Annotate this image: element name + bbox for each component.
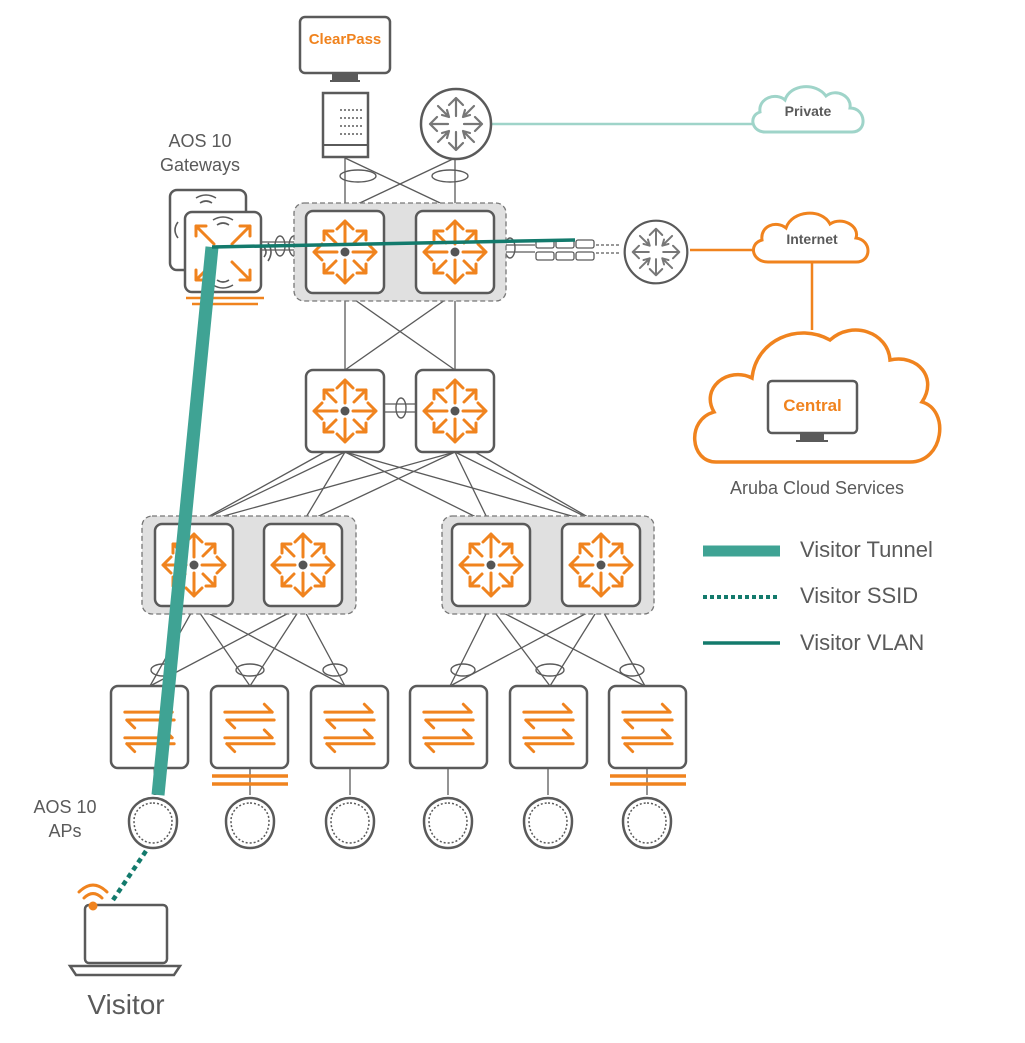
agg-switch-2 [262,522,344,608]
central-label: Central [783,396,842,415]
private-label: Private [784,103,832,119]
clearpass-label: ClearPass [308,31,382,48]
access-switch-5 [508,684,589,770]
distribution-switch-right [414,368,496,454]
wifi-icon [77,883,109,911]
gateway-icon [168,188,272,306]
aps-label-line2: APs [48,821,82,841]
distribution-switch-left [304,368,386,454]
access-point-icon [621,796,673,850]
laptop-icon [67,903,183,977]
legend-vlan-label: Visitor VLAN [800,630,925,655]
access-point-icon [422,796,474,850]
visitor-label: Visitor [87,989,165,1020]
access-switch-3 [309,684,390,770]
core-switch-right [414,209,496,295]
aps-label-line1: AOS 10 [33,797,97,817]
private-cloud [751,85,865,134]
gateways-label-line1: AOS 10 [168,131,232,151]
internet-label: Internet [786,231,838,247]
internet-cloud [752,211,870,264]
core-switch-left [304,209,386,295]
access-switch-4 [408,684,489,770]
aruba-cloud [693,328,942,464]
agg-switch-4 [560,522,642,608]
visitor-ssid-link [111,846,150,902]
firewall-icon [535,239,620,261]
agg-switch-3 [450,522,532,608]
server-icon [321,91,370,159]
access-switch-1 [109,684,190,770]
visitor-tunnel [151,246,219,796]
access-point-icon [324,796,376,850]
stack-bars [212,774,686,786]
router-icon [419,87,493,161]
access-point-icon [224,796,276,850]
visitor-vlan-link [211,238,576,249]
cloud-services-label: Aruba Cloud Services [729,478,905,498]
clearpass-monitor [298,15,392,82]
gateways-label-line2: Gateways [159,155,241,175]
legend-ssid-label: Visitor SSID [800,583,919,608]
access-switch-6 [607,684,688,770]
legend-tunnel-label: Visitor Tunnel [800,537,933,562]
access-switch-2 [209,684,290,770]
access-point-icon [522,796,574,850]
agg-switch-1 [153,522,235,608]
router-icon [623,219,689,285]
access-point-icon [127,796,179,850]
